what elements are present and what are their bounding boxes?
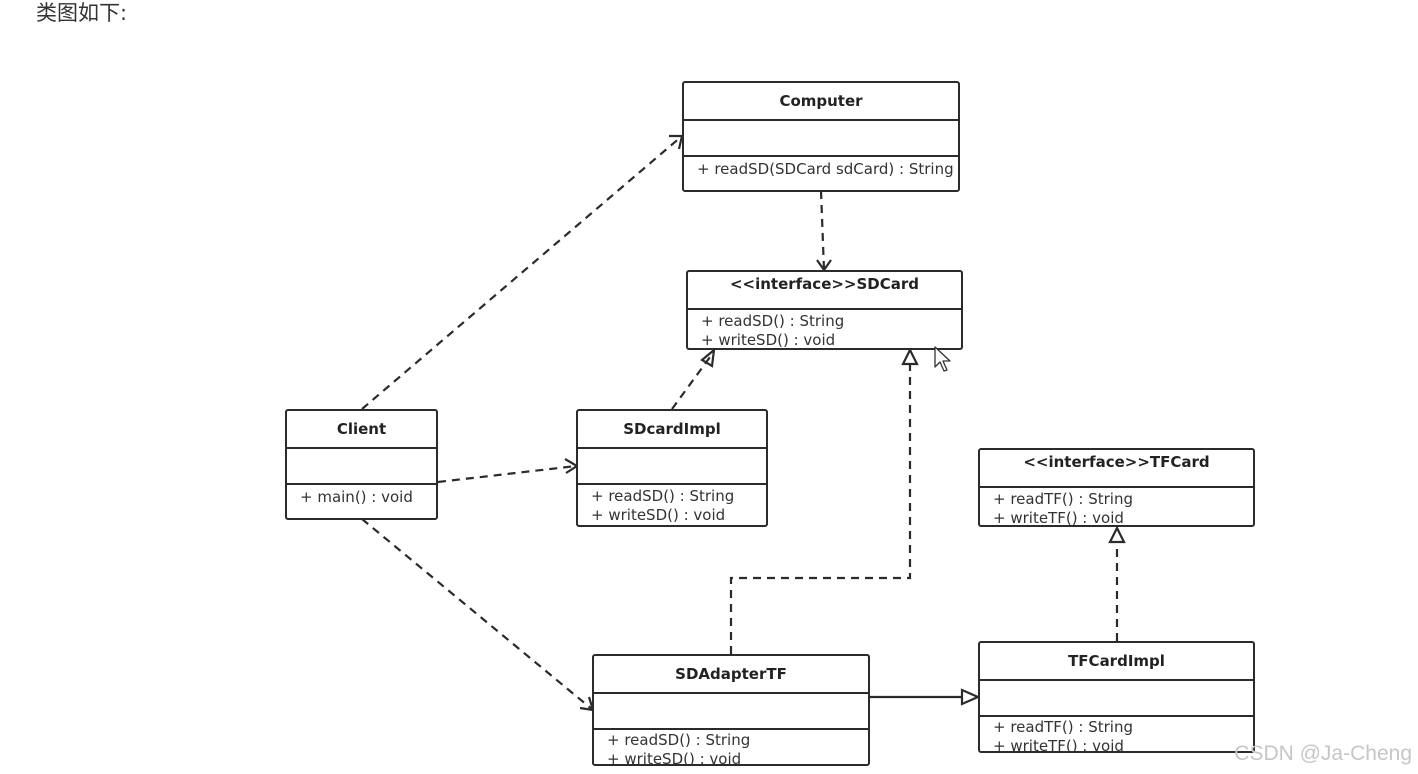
class-client[interactable]: Client + main() : void: [285, 409, 438, 520]
operation: + writeTF() : void: [993, 737, 1124, 755]
class-tfcard-interface[interactable]: <<interface>>TFCard + readTF() : String …: [978, 448, 1255, 527]
operation: + writeSD() : void: [701, 331, 836, 349]
arrowhead-sdadaptertf-sdcard: [901, 347, 919, 366]
operation: + main() : void: [300, 488, 413, 506]
class-sdadaptertf[interactable]: SDAdapterTF + readSD() : String + writeS…: [592, 654, 870, 769]
class-client-operations: + main() : void: [287, 485, 436, 507]
operation: + writeSD() : void: [591, 506, 726, 524]
class-tfcard-operations: + readTF() : String + writeTF() : void: [980, 488, 1253, 528]
class-client-attributes: [287, 449, 436, 485]
operation: + writeTF() : void: [993, 509, 1124, 527]
class-sdcard-interface[interactable]: <<interface>>SDCard + readSD() : String …: [686, 270, 963, 350]
edge-client-sdadaptertf: [361, 518, 594, 711]
diagram-caption: 类图如下:: [36, 1, 128, 25]
class-sdcardimpl-name: SDcardImpl: [578, 411, 766, 449]
watermark: CSDN @Ja-Cheng: [1234, 742, 1412, 765]
class-sdadaptertf-operations: + readSD() : String + writeSD() : void: [594, 730, 868, 769]
class-sdadaptertf-attributes: [594, 694, 868, 730]
class-computer-operations: + readSD(SDCard sdCard) : String: [684, 157, 958, 179]
class-sdcard-operations: + readSD() : String + writeSD() : void: [688, 310, 961, 350]
class-tfcardimpl-operations: + readTF() : String + writeTF() : void: [980, 717, 1253, 756]
arrowhead-sdadaptertf-tfcardimpl: [960, 688, 981, 706]
class-computer-attributes: [684, 121, 958, 157]
class-tfcardimpl-name: TFCardImpl: [980, 643, 1253, 681]
edge-computer-sdcard: [819, 190, 826, 271]
arrowhead-tfcardimpl-tfcard: [1108, 525, 1126, 544]
edge-client-sdcardimpl: [437, 464, 577, 484]
class-tfcardimpl-attributes: [980, 681, 1253, 717]
class-tfcardimpl[interactable]: TFCardImpl + readTF() : String + writeTF…: [978, 641, 1255, 756]
class-computer-name: Computer: [684, 83, 958, 121]
class-computer[interactable]: Computer + readSD(SDCard sdCard) : Strin…: [682, 81, 960, 192]
operation: + writeSD() : void: [607, 750, 742, 768]
operation: + readTF() : String: [993, 490, 1133, 508]
mouse-cursor-icon: [934, 346, 951, 372]
class-sdcardimpl-operations: + readSD() : String + writeSD() : void: [578, 485, 766, 525]
operation: + readTF() : String: [993, 718, 1133, 736]
class-sdcard-name: <<interface>>SDCard: [688, 272, 961, 310]
operation: + readSD() : String: [607, 731, 751, 749]
operation: + readSD(SDCard sdCard) : String: [697, 160, 954, 178]
class-client-name: Client: [287, 411, 436, 449]
class-sdadaptertf-name: SDAdapterTF: [594, 656, 868, 694]
operation: + readSD() : String: [591, 487, 735, 505]
arrowhead-sdcardimpl-sdcard: [700, 347, 716, 368]
edge-sdcardimpl-sdcard: [671, 356, 711, 410]
operation: + readSD() : String: [701, 312, 845, 330]
class-sdcardimpl-attributes: [578, 449, 766, 485]
edge-client-computer: [361, 135, 683, 410]
class-tfcard-name: <<interface>>TFCard: [980, 450, 1253, 488]
class-sdcardimpl[interactable]: SDcardImpl + readSD() : String + writeSD…: [576, 409, 768, 527]
